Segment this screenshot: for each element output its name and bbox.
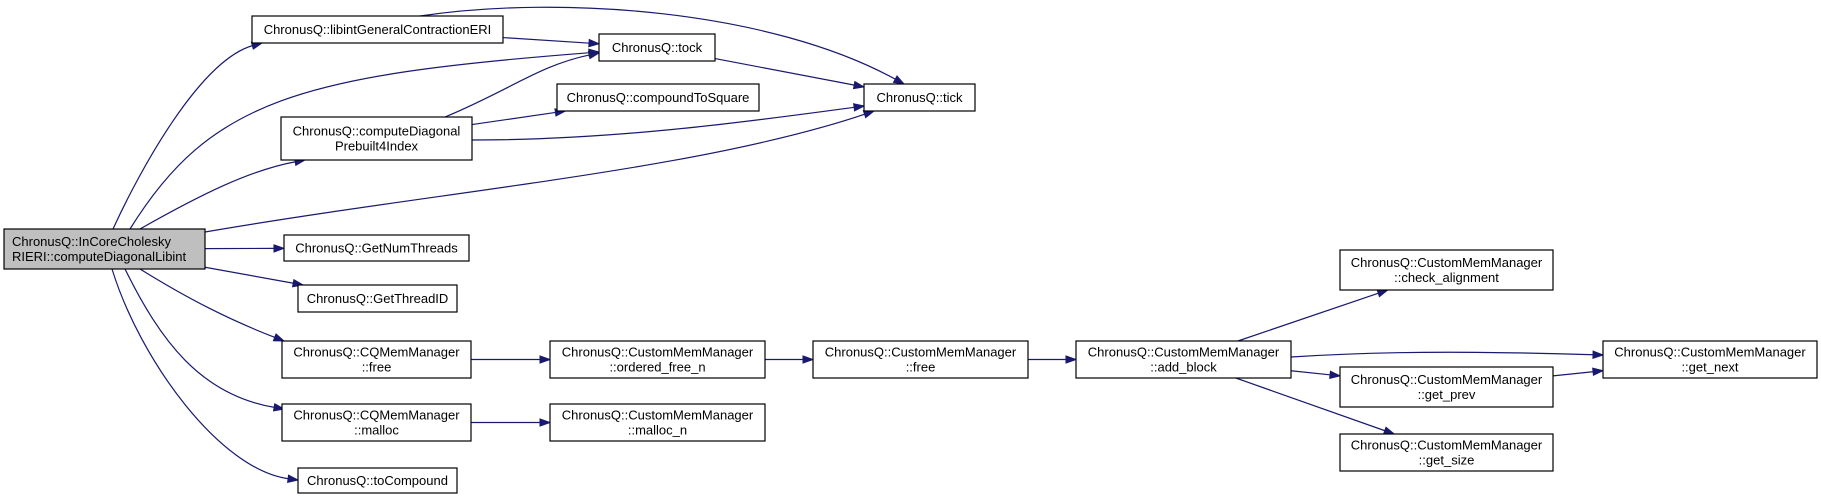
node-box <box>1339 366 1554 408</box>
node-label: ChronusQ::InCoreCholesky <box>12 234 171 249</box>
node-label: RIERI::computeDiagonalLibint <box>12 249 187 264</box>
node-box <box>297 284 458 313</box>
node-label: ChronusQ::GetThreadID <box>307 291 449 306</box>
node-label: ChronusQ::libintGeneralContractionERI <box>264 22 492 37</box>
edge-compute_diag_prebuilt-to-tick <box>471 103 866 141</box>
node-root[interactable]: ChronusQ::InCoreCholeskyRIERI::computeDi… <box>3 228 206 270</box>
node-box <box>812 340 1029 379</box>
node-label: ChronusQ::CustomMemManager <box>562 345 754 360</box>
node-label: ::add_block <box>1150 360 1217 375</box>
node-label: ::malloc_n <box>628 423 687 438</box>
node-compound-to-square[interactable]: ChronusQ::compoundToSquare <box>556 83 760 112</box>
node-box <box>251 15 504 44</box>
node-label: ChronusQ::computeDiagonal <box>293 124 461 139</box>
node-box <box>281 340 472 379</box>
node-box <box>3 228 206 270</box>
node-to-compound[interactable]: ChronusQ::toCompound <box>297 467 458 494</box>
node-custom-get-prev[interactable]: ChronusQ::CustomMemManager::get_prev <box>1339 366 1554 408</box>
node-label: ::get_size <box>1419 453 1475 468</box>
edge-root-to-cqmem_free <box>139 268 286 342</box>
node-label: ChronusQ::CustomMemManager <box>1351 438 1543 453</box>
node-box <box>556 83 760 112</box>
node-box <box>297 467 458 494</box>
node-cqmem-free[interactable]: ChronusQ::CQMemManager::free <box>281 340 472 379</box>
node-libint-gc-eri[interactable]: ChronusQ::libintGeneralContractionERI <box>251 15 504 44</box>
node-label: ChronusQ::CustomMemManager <box>562 408 754 423</box>
node-label: ::get_prev <box>1418 387 1476 402</box>
node-box <box>281 403 472 442</box>
node-get-thread-id[interactable]: ChronusQ::GetThreadID <box>297 284 458 313</box>
node-label: ChronusQ::tick <box>877 90 963 105</box>
edge-tock-to-tick <box>714 57 866 90</box>
edge-custom_free-to-custom_add_block <box>1028 355 1078 364</box>
node-label: ChronusQ::compoundToSquare <box>567 90 750 105</box>
node-label: Prebuilt4Index <box>335 139 419 154</box>
node-label: ::check_alignment <box>1394 270 1499 285</box>
edge-custom_add_block-to-custom_get_prev <box>1290 370 1342 380</box>
node-custom-get-size[interactable]: ChronusQ::CustomMemManager::get_size <box>1339 433 1554 472</box>
edge-libint_gc_eri-to-tick <box>419 6 906 85</box>
node-box <box>280 116 473 161</box>
node-label: ::free <box>362 360 392 375</box>
edge-custom_get_prev-to-custom_get_next <box>1552 367 1605 377</box>
edge-root-to-to_compound <box>111 268 300 483</box>
edge-root-to-compute_diag_prebuilt <box>139 157 307 230</box>
node-box <box>1075 340 1292 379</box>
node-label: ChronusQ::CQMemManager <box>293 408 460 423</box>
node-box <box>1602 340 1818 379</box>
node-label: ChronusQ::CustomMemManager <box>1351 255 1543 270</box>
node-label: ChronusQ::GetNumThreads <box>295 241 458 256</box>
node-box <box>549 340 766 379</box>
edge-root-to-get_thread_id <box>204 266 305 288</box>
node-label: ::get_next <box>1681 360 1738 375</box>
node-custom-ordered-free-n[interactable]: ChronusQ::CustomMemManager::ordered_free… <box>549 340 766 379</box>
edge-libint_gc_eri-to-tock <box>502 36 601 48</box>
node-box <box>863 83 976 112</box>
node-label: ChronusQ::CQMemManager <box>293 345 460 360</box>
node-custom-malloc-n[interactable]: ChronusQ::CustomMemManager::malloc_n <box>549 403 766 442</box>
edge-root-to-libint_gc_eri <box>112 41 264 230</box>
edge-compute_diag_prebuilt-to-compound_to_square <box>471 108 567 126</box>
edge-cqmem_free-to-custom_ordered_free_n <box>471 355 552 364</box>
edge-cqmem_malloc-to-custom_malloc_n <box>471 418 552 427</box>
node-label: ChronusQ::tock <box>612 40 703 55</box>
node-box <box>598 33 716 62</box>
node-label: ChronusQ::toCompound <box>307 473 448 488</box>
node-label: ChronusQ::CustomMemManager <box>1351 372 1543 387</box>
node-label: ChronusQ::CustomMemManager <box>1614 345 1806 360</box>
node-label: ::free <box>906 360 936 375</box>
node-custom-check-alignment[interactable]: ChronusQ::CustomMemManager::check_alignm… <box>1339 249 1554 291</box>
node-label: ChronusQ::CustomMemManager <box>825 345 1017 360</box>
node-box <box>1339 249 1554 291</box>
node-tick[interactable]: ChronusQ::tick <box>863 83 976 112</box>
node-box <box>549 403 766 442</box>
nodes-layer: ChronusQ::InCoreCholeskyRIERI::computeDi… <box>3 15 1818 494</box>
edge-custom_ordered_free_n-to-custom_free <box>765 355 815 364</box>
edge-root-to-cqmem_malloc <box>124 268 286 412</box>
node-get-num-threads[interactable]: ChronusQ::GetNumThreads <box>283 234 470 262</box>
node-label: ::ordered_free_n <box>609 360 705 375</box>
node-custom-add-block[interactable]: ChronusQ::CustomMemManager::add_block <box>1075 340 1292 379</box>
node-box <box>1339 433 1554 472</box>
node-label: ::malloc <box>354 423 399 438</box>
edge-custom_add_block-to-custom_check_alignment <box>1237 289 1390 342</box>
edge-root-to-get_num_threads <box>204 244 286 253</box>
edge-compute_diag_prebuilt-to-tock <box>444 50 601 118</box>
node-label: ChronusQ::CustomMemManager <box>1088 345 1280 360</box>
node-cqmem-malloc[interactable]: ChronusQ::CQMemManager::malloc <box>281 403 472 442</box>
node-custom-free[interactable]: ChronusQ::CustomMemManager::free <box>812 340 1029 379</box>
node-box <box>283 234 470 262</box>
edge-custom_add_block-to-custom_get_next <box>1290 350 1605 360</box>
node-custom-get-next[interactable]: ChronusQ::CustomMemManager::get_next <box>1602 340 1818 379</box>
node-tock[interactable]: ChronusQ::tock <box>598 33 716 62</box>
edges-layer <box>111 6 1605 483</box>
